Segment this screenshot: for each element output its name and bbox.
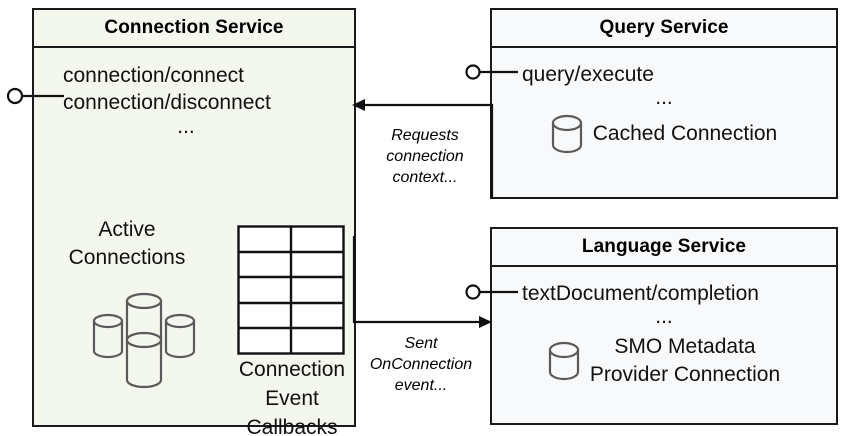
arrowhead-right-icon [479,316,492,328]
connector-query-to-connection[interactable] [348,88,496,208]
callbacks-label-line2: Event [265,387,319,410]
connector-label-sent-onconnection-event: Sent OnConnection event... [352,333,490,396]
active-connections-label-line2: Connections [68,246,186,269]
query-service-lollipop-icon[interactable] [464,56,520,88]
arrowhead-left-icon [352,99,365,111]
callbacks-label-line1: Connection [238,358,346,381]
interface-connection-connect: connection/connect [63,64,244,87]
smo-label-line1: SMO Metadata [614,335,756,358]
database-cylinder-icon [548,341,579,381]
table-grid-icon [237,225,345,355]
connection-service-title: Connection Service [104,17,284,38]
component-connection-service[interactable]: Connection Service connection/connect co… [32,8,356,436]
cached-connection-label: Cached Connection [592,122,778,145]
interface-connection-disconnect: connection/disconnect [63,91,271,114]
connection-event-callbacks-label: Connection Event Callbacks [212,355,372,436]
sent-label-line3: event... [394,377,448,394]
smo-metadata-provider-connection-label: SMO Metadata Provider Connection [590,333,780,389]
language-service-header: Language Service [492,229,836,267]
interface-textdocument-completion: textDocument/completion [522,282,759,305]
language-service-title: Language Service [581,236,747,257]
query-service-title: Query Service [599,17,729,38]
active-connections-label-line1: Active [98,218,156,241]
connection-service-header: Connection Service [34,10,354,48]
smo-label-line2: Provider Connection [589,363,781,386]
query-service-ellipsis: ... [655,86,673,109]
callbacks-label-line3: Callbacks [246,416,338,436]
interface-query-execute: query/execute [522,63,654,86]
connector-connection-to-language[interactable] [348,236,496,346]
database-cluster-icon [92,292,196,389]
language-service-store: SMO Metadata Provider Connection [492,333,836,389]
language-service-lollipop-icon[interactable] [464,276,520,308]
language-service-ellipsis: ... [655,305,673,328]
connection-service-ellipsis: ... [177,115,195,138]
active-connections-label: Active Connections [42,216,212,272]
language-service-body: textDocument/completion ... SMO Metadata… [492,267,836,423]
query-service-body: query/execute ... Cached Connection [492,48,836,197]
connection-service-interface-list: connection/connect connection/disconnect… [34,62,354,138]
query-service-store: Cached Connection [492,114,836,154]
requests-label-line1: Requests [391,127,459,144]
database-cylinder-icon [551,114,582,154]
query-service-header: Query Service [492,10,836,48]
requests-label-line3: context... [392,169,458,186]
connector-label-requests-connection-context: Requests connection context... [360,125,490,188]
component-query-service[interactable]: Query Service query/execute ... Cached C… [490,8,838,199]
sent-label-line2: OnConnection [369,356,473,373]
component-language-service[interactable]: Language Service textDocument/completion… [490,227,838,425]
connection-service-lollipop-icon[interactable] [6,80,66,112]
sent-label-line1: Sent [404,335,438,352]
connection-service-body: connection/connect connection/disconnect… [34,48,354,436]
requests-label-line2: connection [386,148,464,165]
